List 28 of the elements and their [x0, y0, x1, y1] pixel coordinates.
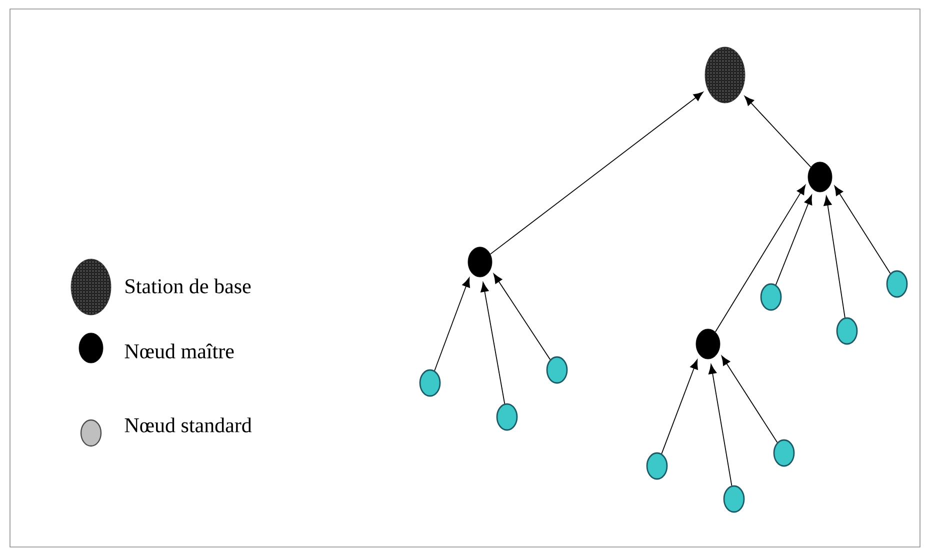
base-station-ellipse: [704, 46, 746, 104]
arrow: [744, 96, 812, 168]
arrow: [824, 196, 846, 318]
master-node: [696, 328, 720, 360]
legend-label: Nœud maître: [124, 344, 234, 358]
standard-node: [496, 403, 518, 431]
legend-label: Station de base: [126, 278, 251, 294]
arrow: [714, 184, 806, 332]
arrow: [434, 277, 470, 372]
arrow: [775, 194, 812, 286]
standard-node: [886, 270, 908, 298]
arrow: [493, 274, 551, 360]
standard-node: [419, 369, 441, 397]
standard-node: [646, 452, 668, 480]
arrow: [708, 364, 732, 486]
standard-node: [723, 485, 745, 513]
master-node: [468, 246, 492, 278]
standard-node: [546, 356, 568, 384]
standard-node: [836, 317, 858, 345]
arrow: [490, 92, 704, 255]
standard-node: [773, 439, 795, 467]
standard-node: [760, 283, 782, 311]
arrow: [480, 282, 506, 404]
arrow: [661, 359, 698, 454]
master-node: [808, 162, 832, 192]
arrow: [721, 356, 778, 443]
arrow: [834, 186, 891, 274]
legend-label: Nœud standard: [124, 418, 252, 432]
